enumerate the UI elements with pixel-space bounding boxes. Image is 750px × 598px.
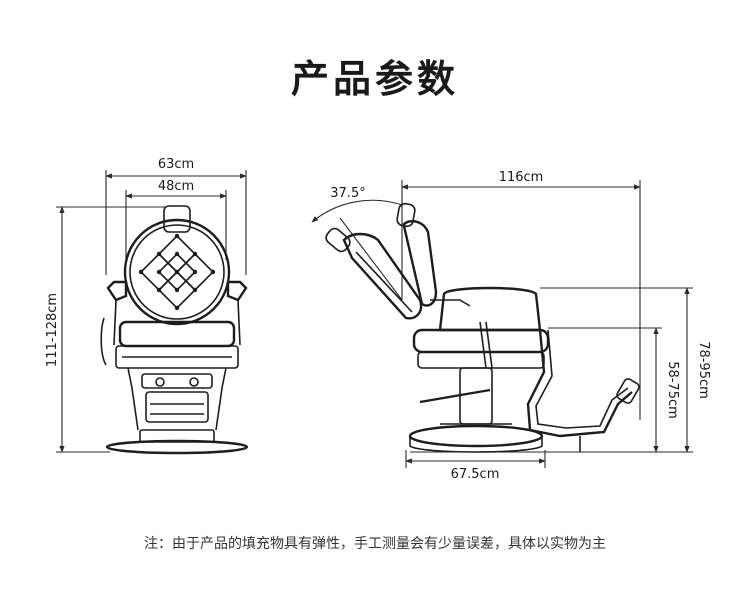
front-height-label: 111-128cm	[45, 293, 60, 367]
front-view-chair: 63cm 48cm 111-128cm	[45, 157, 249, 455]
side-length-label: 116cm	[499, 170, 544, 185]
side-base-label: 67.5cm	[451, 467, 500, 482]
page-title: 产品参数	[290, 57, 459, 101]
disclaimer-note: 注：由于产品的填充物具有弹性，手工测量会有少量误差，具体以实物为主	[144, 536, 606, 552]
front-width-seat-label: 48cm	[158, 179, 194, 194]
side-view-chair: 116cm 37.5° 78-95cm 58-75cm 67.5cm	[311, 170, 711, 482]
front-width-outer-label: 63cm	[158, 157, 194, 172]
side-armrest-height-label: 78-95cm	[696, 341, 711, 399]
side-angle-label: 37.5°	[330, 186, 365, 201]
side-seat-height-label: 58-75cm	[665, 361, 680, 419]
